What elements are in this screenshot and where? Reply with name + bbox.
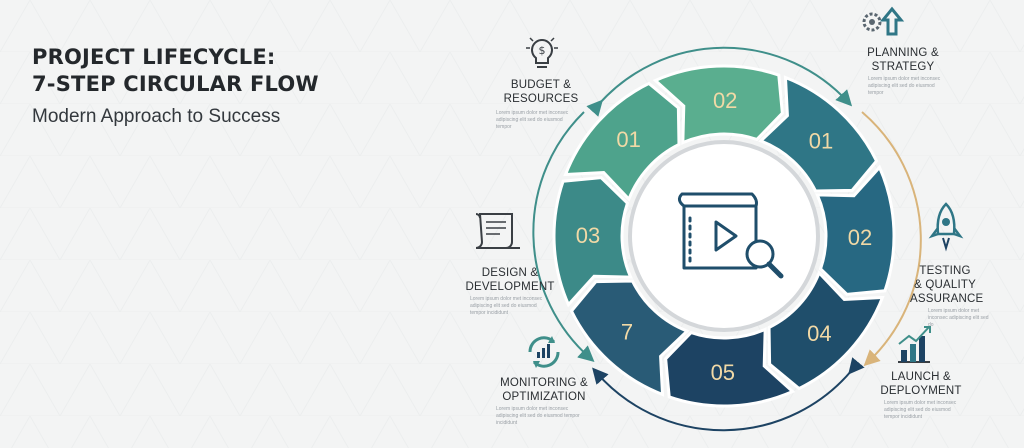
ring-segment-number: 04 bbox=[807, 321, 831, 346]
ring-segment-number: 02 bbox=[848, 225, 872, 250]
step-planning-label: PLANNING & STRATEGY bbox=[858, 46, 948, 74]
cycle-chart-icon bbox=[522, 330, 566, 379]
step-monitoring-label: MONITORING & OPTIMIZATION bbox=[484, 376, 604, 404]
step-planning-title2: STRATEGY bbox=[871, 61, 935, 73]
step-design-desc: Lorem ipsum dolor met inconsec adipiscin… bbox=[470, 296, 543, 316]
step-design-label: DESIGN & DEVELOPMENT bbox=[460, 266, 560, 294]
step-launch-title2: DEPLOYMENT bbox=[880, 385, 962, 397]
step-monitoring-desc: Lorem ipsum dolor met inconsec adipiscin… bbox=[496, 406, 580, 426]
rocket-icon bbox=[926, 200, 966, 259]
step-budget-title2: RESOURCES bbox=[503, 93, 579, 105]
flow-arc-right bbox=[861, 111, 922, 367]
step-testing-title2: & QUALITY bbox=[914, 279, 976, 291]
flow-arc-top bbox=[586, 46, 853, 117]
page-subtitle: Modern Approach to Success bbox=[32, 106, 281, 127]
svg-text:$: $ bbox=[539, 44, 546, 57]
step-planning-desc: Lorem ipsum dolor met inconsec adipiscin… bbox=[868, 76, 941, 96]
step-testing-title1: TESTING bbox=[919, 265, 971, 277]
ring-segment bbox=[664, 326, 796, 408]
ring-segment bbox=[814, 164, 896, 296]
ring-segment-number: 05 bbox=[711, 360, 735, 385]
step-budget-title1: BUDGET & bbox=[510, 79, 572, 91]
step-budget-desc: Lorem ipsum dolor met inconsec adipiscin… bbox=[496, 110, 569, 130]
bar-chart-growth-icon bbox=[894, 322, 934, 371]
lifecycle-diagram: 01 02 04 05 7 03 01 02 PLANNING & STRATEGY Lore… bbox=[465, 0, 1024, 448]
ring-segment bbox=[552, 176, 634, 308]
center-ring bbox=[628, 140, 820, 332]
step-testing-title3: ASSURANCE bbox=[910, 293, 984, 305]
step-planning-title1: PLANNING & bbox=[867, 47, 939, 59]
ring-segment-number: 01 bbox=[809, 129, 833, 154]
step-launch-title1: LAUNCH & bbox=[891, 371, 951, 383]
ring-segment-number: 7 bbox=[621, 319, 633, 344]
title-block: PROJECT LIFECYCLE: 7-STEP CIRCULAR FLOW … bbox=[32, 44, 362, 128]
step-launch-desc: Lorem ipsum dolor met inconsec adipiscin… bbox=[884, 400, 957, 420]
ring-segment bbox=[758, 75, 879, 193]
scroll-document-icon bbox=[470, 208, 526, 257]
video-document-search-icon bbox=[677, 192, 784, 279]
flow-arc-left bbox=[532, 111, 595, 362]
ring-segment bbox=[569, 279, 690, 397]
step-launch-label: LAUNCH & DEPLOYMENT bbox=[866, 370, 976, 398]
ring-segment-number: 02 bbox=[713, 88, 737, 113]
step-budget-label: BUDGET & RESOURCES bbox=[496, 78, 586, 106]
ring-segment bbox=[767, 270, 885, 391]
ring-segment bbox=[652, 64, 784, 146]
cycle-wheel: 01 02 04 05 7 03 01 02 bbox=[532, 46, 922, 432]
step-monitoring-title2: OPTIMIZATION bbox=[502, 391, 586, 403]
ring-segment-number: 01 bbox=[616, 127, 640, 152]
step-testing-desc: Lorem ipsum dolor met inconsec adipiscin… bbox=[928, 308, 989, 328]
step-testing-label: TESTING & QUALITY ASSURANCE bbox=[910, 264, 984, 306]
step-design-title1: DESIGN & bbox=[481, 267, 539, 279]
gear-arrow-icon bbox=[858, 6, 912, 41]
page-title-line1: PROJECT LIFECYCLE: bbox=[32, 45, 276, 69]
step-design-title2: DEVELOPMENT bbox=[465, 281, 555, 293]
step-monitoring-title1: MONITORING & bbox=[500, 377, 588, 389]
lightbulb-dollar-icon: $ bbox=[522, 34, 562, 79]
ring-segment bbox=[563, 81, 681, 202]
flow-arc-bottom bbox=[592, 357, 865, 432]
ring-segment-number: 03 bbox=[576, 223, 600, 248]
page-title-line2: 7-STEP CIRCULAR FLOW bbox=[32, 72, 319, 96]
